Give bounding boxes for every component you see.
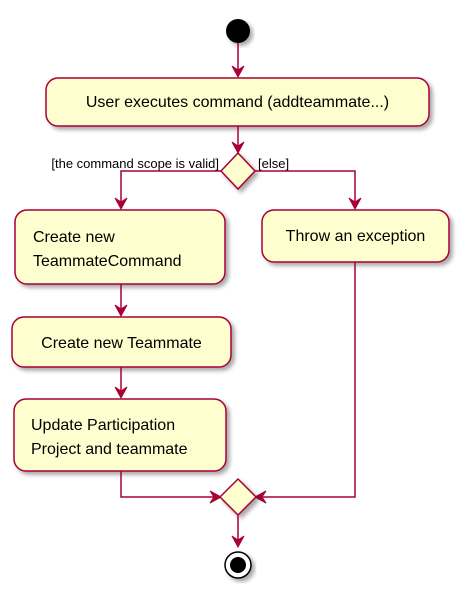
arrowhead-end	[231, 535, 245, 549]
arrowhead-merge-left	[209, 490, 223, 504]
action-update-participation	[13, 398, 227, 472]
start-node	[226, 19, 250, 43]
edge-throw-exception-to-merge	[261, 262, 356, 498]
merge-diamond	[218, 477, 258, 517]
edge-update-to-merge	[120, 471, 215, 498]
action-update-label-line2: Project and teammate	[31, 441, 188, 458]
arrowhead-throw-exception	[348, 197, 362, 211]
action-create-teammate-label: Create new Teammate	[41, 335, 202, 352]
decision-diamond	[219, 151, 257, 191]
guard-valid-label: [the command scope is valid]	[51, 156, 219, 171]
arrowhead-user-executes	[231, 65, 245, 79]
action-user-executes-label: User executes command (addteammate...)	[86, 94, 389, 111]
arrowhead-decision	[231, 141, 245, 155]
guard-else-label: [else]	[258, 156, 289, 171]
action-create-command-label-line1: Create new	[33, 229, 115, 246]
arrowhead-create-teammate	[114, 304, 128, 318]
action-create-command-label-line2: TeammateCommand	[33, 253, 182, 270]
action-update-label-line1: Update Participation	[31, 417, 175, 434]
edge-decision-to-throw-exception	[255, 170, 356, 203]
edge-decision-to-create-command	[120, 170, 221, 203]
arrowhead-merge-right	[253, 490, 267, 504]
end-node-inner	[230, 557, 246, 573]
action-create-command	[14, 209, 226, 285]
arrowhead-create-command	[114, 197, 128, 211]
action-throw-exception-label: Throw an exception	[286, 228, 426, 245]
arrowhead-update	[114, 386, 128, 400]
